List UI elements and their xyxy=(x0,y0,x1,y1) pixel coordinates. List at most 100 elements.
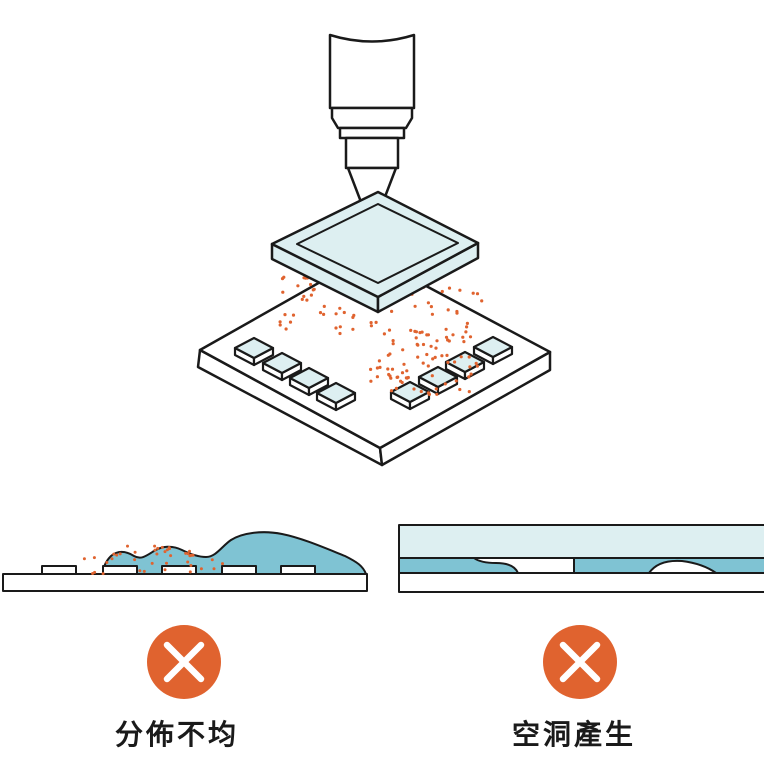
particle xyxy=(300,297,304,301)
particle xyxy=(469,372,473,376)
particle xyxy=(387,328,392,332)
particle xyxy=(419,389,423,394)
smd-pad-group xyxy=(233,335,514,412)
particle xyxy=(458,387,462,392)
underfill-wave xyxy=(102,531,367,575)
particle xyxy=(188,549,191,553)
particle xyxy=(458,288,462,292)
particle xyxy=(305,298,309,302)
particle xyxy=(391,339,395,343)
particle xyxy=(391,342,395,346)
underfill-particles-left xyxy=(82,544,224,576)
particle xyxy=(369,379,373,383)
particle xyxy=(334,312,338,316)
particle xyxy=(475,364,479,368)
particle xyxy=(378,365,382,369)
particle xyxy=(351,327,355,331)
particle xyxy=(150,561,154,565)
particle xyxy=(401,348,405,352)
particle xyxy=(186,560,190,564)
particle xyxy=(426,364,430,368)
particle xyxy=(420,330,424,334)
particle xyxy=(342,310,346,315)
particle xyxy=(375,366,379,370)
smd-pad xyxy=(288,366,330,397)
particle xyxy=(396,375,400,379)
particle xyxy=(447,339,451,343)
uneven-distribution-section xyxy=(2,531,368,592)
particle xyxy=(352,313,356,317)
void-formation-label: 空洞產生 xyxy=(511,718,636,751)
particle xyxy=(82,557,86,561)
particle xyxy=(133,550,137,554)
particle xyxy=(464,330,468,334)
particle xyxy=(389,389,394,393)
particle xyxy=(312,287,316,291)
particle xyxy=(405,369,409,373)
particle xyxy=(435,392,439,396)
particle xyxy=(433,355,437,359)
particle xyxy=(167,546,171,550)
particle xyxy=(115,553,119,557)
particle xyxy=(375,375,379,379)
particle xyxy=(446,360,450,364)
particle xyxy=(467,390,471,394)
particle xyxy=(199,567,203,571)
particle xyxy=(133,558,137,562)
smd-pad-face xyxy=(315,381,357,405)
x-mark-icon xyxy=(147,625,221,699)
smd-pad xyxy=(261,351,303,382)
particle xyxy=(430,374,434,378)
particle xyxy=(400,380,404,385)
particle xyxy=(434,387,438,391)
particle xyxy=(409,328,413,332)
smd-pad-face xyxy=(444,350,486,374)
particle xyxy=(334,326,338,330)
particle xyxy=(467,355,471,359)
particle xyxy=(338,331,342,336)
particle xyxy=(155,552,159,556)
particle xyxy=(153,544,157,548)
particle xyxy=(338,325,342,329)
particle xyxy=(212,567,216,571)
substrate xyxy=(398,572,764,593)
particle xyxy=(284,327,288,331)
particle xyxy=(322,312,326,316)
particle xyxy=(471,291,475,295)
particle xyxy=(421,361,425,365)
smd-pad xyxy=(444,350,486,381)
smd-pad-face xyxy=(233,336,275,360)
particle xyxy=(291,313,296,317)
particle xyxy=(400,371,405,375)
particle xyxy=(480,299,484,303)
smd-pad-face xyxy=(288,366,330,390)
particle xyxy=(429,344,433,348)
particle xyxy=(322,304,326,308)
particle xyxy=(278,323,282,327)
smd-pad-face xyxy=(261,351,303,375)
pcb-board xyxy=(196,253,552,467)
particle xyxy=(425,352,429,357)
particle xyxy=(427,392,431,396)
particle xyxy=(110,557,114,561)
smd-pad xyxy=(472,335,514,366)
particle xyxy=(446,308,450,312)
particle xyxy=(153,548,157,552)
particle xyxy=(474,361,478,365)
particle xyxy=(386,353,390,357)
particle xyxy=(278,320,282,324)
particle xyxy=(412,387,416,391)
particle xyxy=(468,335,473,339)
particle xyxy=(453,360,457,364)
particle xyxy=(440,354,444,358)
particle xyxy=(382,332,386,336)
particle xyxy=(468,365,472,369)
smd-pad xyxy=(389,380,431,411)
particle xyxy=(369,367,373,371)
particle xyxy=(169,554,173,558)
particle xyxy=(445,353,449,357)
particle xyxy=(455,311,459,315)
smd-pad-face xyxy=(417,365,459,389)
particle xyxy=(186,552,190,556)
particle xyxy=(282,275,286,279)
